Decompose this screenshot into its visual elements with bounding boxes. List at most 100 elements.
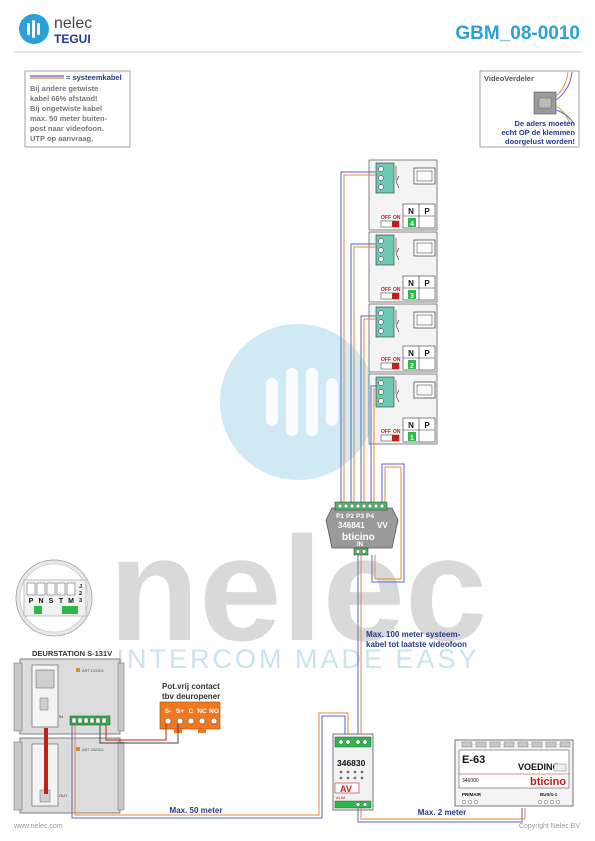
switch-on-label: ON <box>393 429 401 435</box>
switch-off-label: OFF <box>381 429 391 435</box>
cables-monitors <box>340 171 405 583</box>
terminal-side-label: 3 <box>79 598 82 604</box>
distributor-note-line: echt OP de klemmen <box>501 128 575 137</box>
legend-line: kabel 66% afstand! <box>30 94 98 103</box>
relay-terminal-label: S+ <box>176 708 184 715</box>
switch-off-label: OFF <box>381 357 391 363</box>
relay-caption: Pot.vrij contact <box>162 682 220 691</box>
max100-note: kabel tot laatste videofoon <box>366 640 467 649</box>
splitter-port-label: P2 <box>346 513 354 520</box>
psu-code: E-63 <box>462 754 485 766</box>
door-station-part: ART.131301 <box>82 668 105 673</box>
door-out-label: OUT <box>59 793 68 798</box>
relay-terminal-label: S- <box>165 708 172 715</box>
document-code: GBM_08-0010 <box>455 23 580 44</box>
interface-av: AV <box>340 784 352 794</box>
watermark-word: nelec <box>109 507 487 672</box>
psu-primair: PRIMAIR <box>462 792 482 797</box>
monitor-unit-3: N P 3 OFF ON <box>368 231 438 303</box>
brand-sub: TEGUI <box>54 32 91 46</box>
relay-terminal-label: NO <box>209 708 219 715</box>
legend-line: UTP op aanvraag. <box>30 134 93 143</box>
relay-caption: tbv deuropener <box>162 692 220 701</box>
terminal-label: P <box>29 598 34 605</box>
interface-model: 346830 <box>337 758 366 768</box>
terminal-inset: P N S T M J 2 3 <box>15 559 93 637</box>
distributor-note-line: doorgelust worden! <box>505 137 575 146</box>
cable-door-station <box>71 712 349 819</box>
label-p: P <box>424 207 430 216</box>
distributor-note-box <box>479 70 580 148</box>
label-p: P <box>424 349 430 358</box>
label-p: P <box>424 279 430 288</box>
power-supply: E-63 VOEDING 346000 bticino PRIMAIR BUS/… <box>454 739 574 807</box>
monitor-stack: N P 4 OFF ON N P 3 OFF ON <box>368 159 438 445</box>
splitter-port-label: P3 <box>356 513 364 520</box>
distributor-note-title: VideoVerdeler <box>484 74 534 83</box>
legend-title: = systeemkabel <box>66 73 122 82</box>
unit-number: 2 <box>410 363 414 370</box>
switch-on-label: ON <box>393 215 401 221</box>
legend-box <box>24 70 131 148</box>
terminal-side-label: 2 <box>79 591 82 597</box>
splitter-port-label: P4 <box>366 513 374 520</box>
terminal-label: M <box>68 598 74 605</box>
splitter-brand: bticino <box>342 532 375 543</box>
switch-on-label: ON <box>393 357 401 363</box>
legend-line: Bij andere getwiste <box>30 84 98 93</box>
psu-name: VOEDING <box>518 762 560 772</box>
switch-off-label: OFF <box>381 287 391 293</box>
relay-terminal-label: C <box>189 708 194 715</box>
splitter-port-label: P1 <box>336 513 344 520</box>
cable-legend: = systeemkabel Bij andere getwiste kabel… <box>24 70 131 148</box>
cable-power <box>357 808 526 823</box>
relay-terminal-label: NC <box>197 708 207 715</box>
legend-line: max. 50 meter buiten- <box>30 114 108 123</box>
footer-copyright: Copyright Nelec BV <box>519 823 580 830</box>
label-n: N <box>408 207 414 216</box>
cables-relay <box>99 724 179 744</box>
label-n: N <box>408 349 414 358</box>
video-splitter: P1 P2 P3 P4 346841 VV bticino IN <box>325 501 399 556</box>
switch-on-label: ON <box>393 287 401 293</box>
label-n: N <box>408 279 414 288</box>
label-p: P <box>424 421 430 430</box>
monitor-unit-1: N P 1 OFF ON <box>368 373 438 445</box>
terminal-side-label: J <box>79 584 82 590</box>
watermark-tagline: INTERCOM MADE EASY <box>116 644 479 674</box>
distance-max50: Max. 50 meter <box>170 806 223 815</box>
watermark-bars <box>266 368 338 436</box>
psu-model: 346000 <box>462 778 479 784</box>
monitor-unit-2: N P 2 OFF ON <box>368 303 438 373</box>
unit-number: 1 <box>410 435 414 442</box>
splitter-in: IN <box>357 542 363 548</box>
splitter-model: 346841 <box>338 521 365 530</box>
cable-main <box>357 555 362 735</box>
terminal-label: T <box>59 598 64 605</box>
monitor-unit-4: N P 4 OFF ON <box>368 159 438 231</box>
video-interface: 346830 AV ALIM <box>332 733 374 811</box>
door-in-label: IN <box>59 714 63 719</box>
distributor-note-line: De aders moeten <box>515 119 576 128</box>
terminal-label: S <box>49 598 54 605</box>
splitter-vv: VV <box>377 521 388 530</box>
brand-name: nelec <box>54 15 92 32</box>
door-station-title: DEURSTATION S-131V <box>32 649 112 658</box>
distance-max2: Max. 2 meter <box>418 808 466 817</box>
legend-line: Bij ongetwiste kabel <box>30 104 102 113</box>
legend-line: post naar videofoon. <box>30 124 104 133</box>
door-station-part: ART.332301 <box>82 747 105 752</box>
switch-off-label: OFF <box>381 215 391 221</box>
psu-brand: bticino <box>530 776 566 788</box>
brand-logo: nelec TEGUI <box>19 14 92 46</box>
label-n: N <box>408 421 414 430</box>
footer-website: www.nelec.com <box>13 823 63 830</box>
max100-note: Max. 100 meter systeem- <box>366 630 461 639</box>
unit-number: 3 <box>410 293 414 300</box>
terminal-label: N <box>38 598 43 605</box>
distributor-note: VideoVerdeler De aders moeten echt OP de… <box>479 70 580 148</box>
relay-module: S- S+ C NC NO <box>159 701 221 733</box>
unit-number: 4 <box>410 221 414 228</box>
psu-bus: BUS/1-1 <box>540 792 558 797</box>
